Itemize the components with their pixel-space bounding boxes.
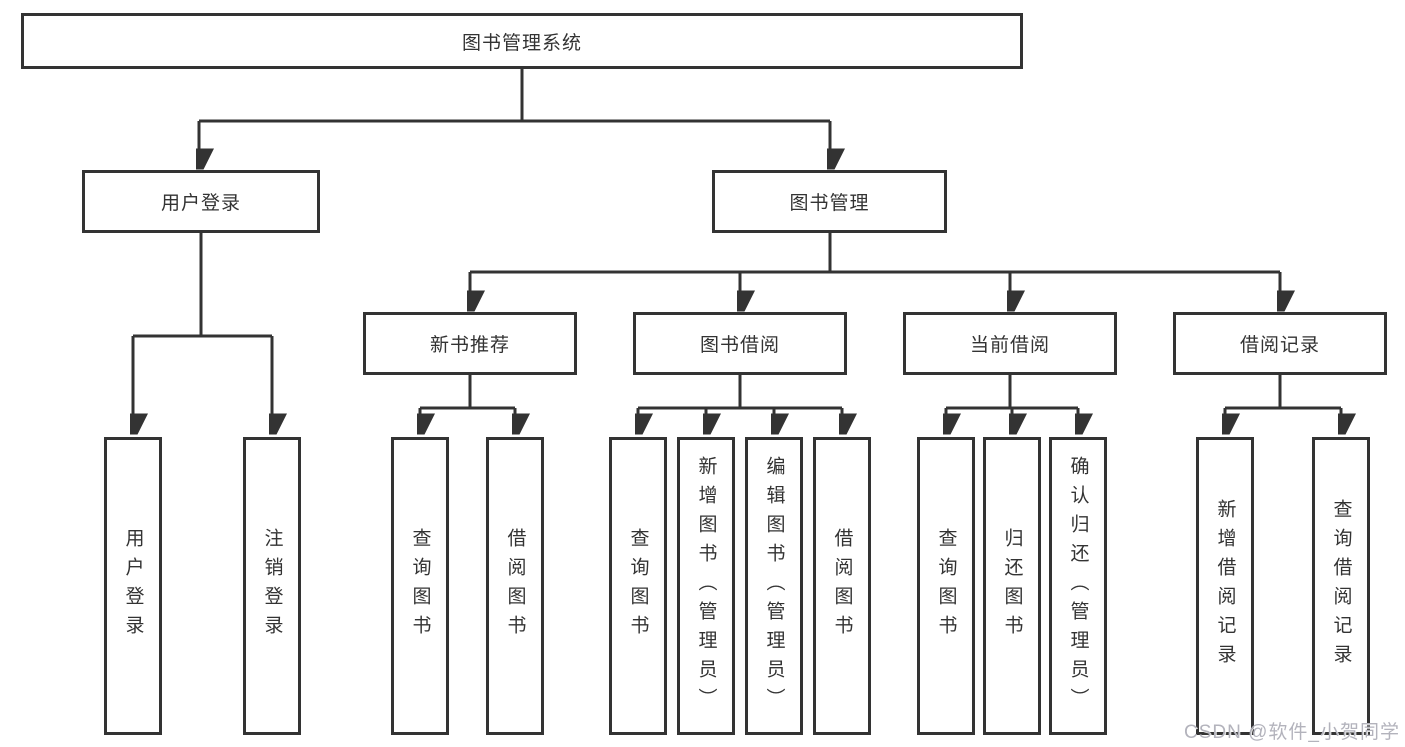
leaf-edit-book-admin: 编辑图书（管理员） <box>745 437 803 735</box>
leaf-confirm-return-admin: 确认归还（管理员） <box>1049 437 1107 735</box>
leaf-query-books-current: 查询图书 <box>917 437 975 735</box>
connector-root-split <box>199 69 830 123</box>
csdn-watermark: CSDN @软件_小贺同学 <box>1184 722 1400 743</box>
connector-newbook-split <box>420 375 515 410</box>
leaf-query-books-recommend: 查询图书 <box>391 437 449 735</box>
connector-bookmgmt-split <box>470 233 1280 274</box>
leaf-query-books-borrowing: 查询图书 <box>609 437 667 735</box>
connector-current-split <box>946 375 1078 410</box>
node-user-login: 用户登录 <box>82 170 320 233</box>
node-book-management: 图书管理 <box>712 170 947 233</box>
leaf-add-book-admin: 新增图书（管理员） <box>677 437 735 735</box>
leaf-logout: 注销登录 <box>243 437 301 735</box>
connector-records-split <box>1225 375 1341 410</box>
leaf-return-books: 归还图书 <box>983 437 1041 735</box>
node-library-system: 图书管理系统 <box>21 13 1023 69</box>
leaf-user-login: 用户登录 <box>104 437 162 735</box>
leaf-borrow-books-borrowing: 借阅图书 <box>813 437 871 735</box>
node-current-borrowing: 当前借阅 <box>903 312 1117 375</box>
connector-borrowing-split <box>638 375 842 410</box>
leaf-query-borrow-record: 查询借阅记录 <box>1312 437 1370 735</box>
connector-userlogin-split <box>133 233 272 338</box>
node-borrowing-records: 借阅记录 <box>1173 312 1387 375</box>
leaf-add-borrow-record: 新增借阅记录 <box>1196 437 1254 735</box>
node-book-borrowing: 图书借阅 <box>633 312 847 375</box>
node-new-book-recommend: 新书推荐 <box>363 312 577 375</box>
leaf-borrow-books-recommend: 借阅图书 <box>486 437 544 735</box>
